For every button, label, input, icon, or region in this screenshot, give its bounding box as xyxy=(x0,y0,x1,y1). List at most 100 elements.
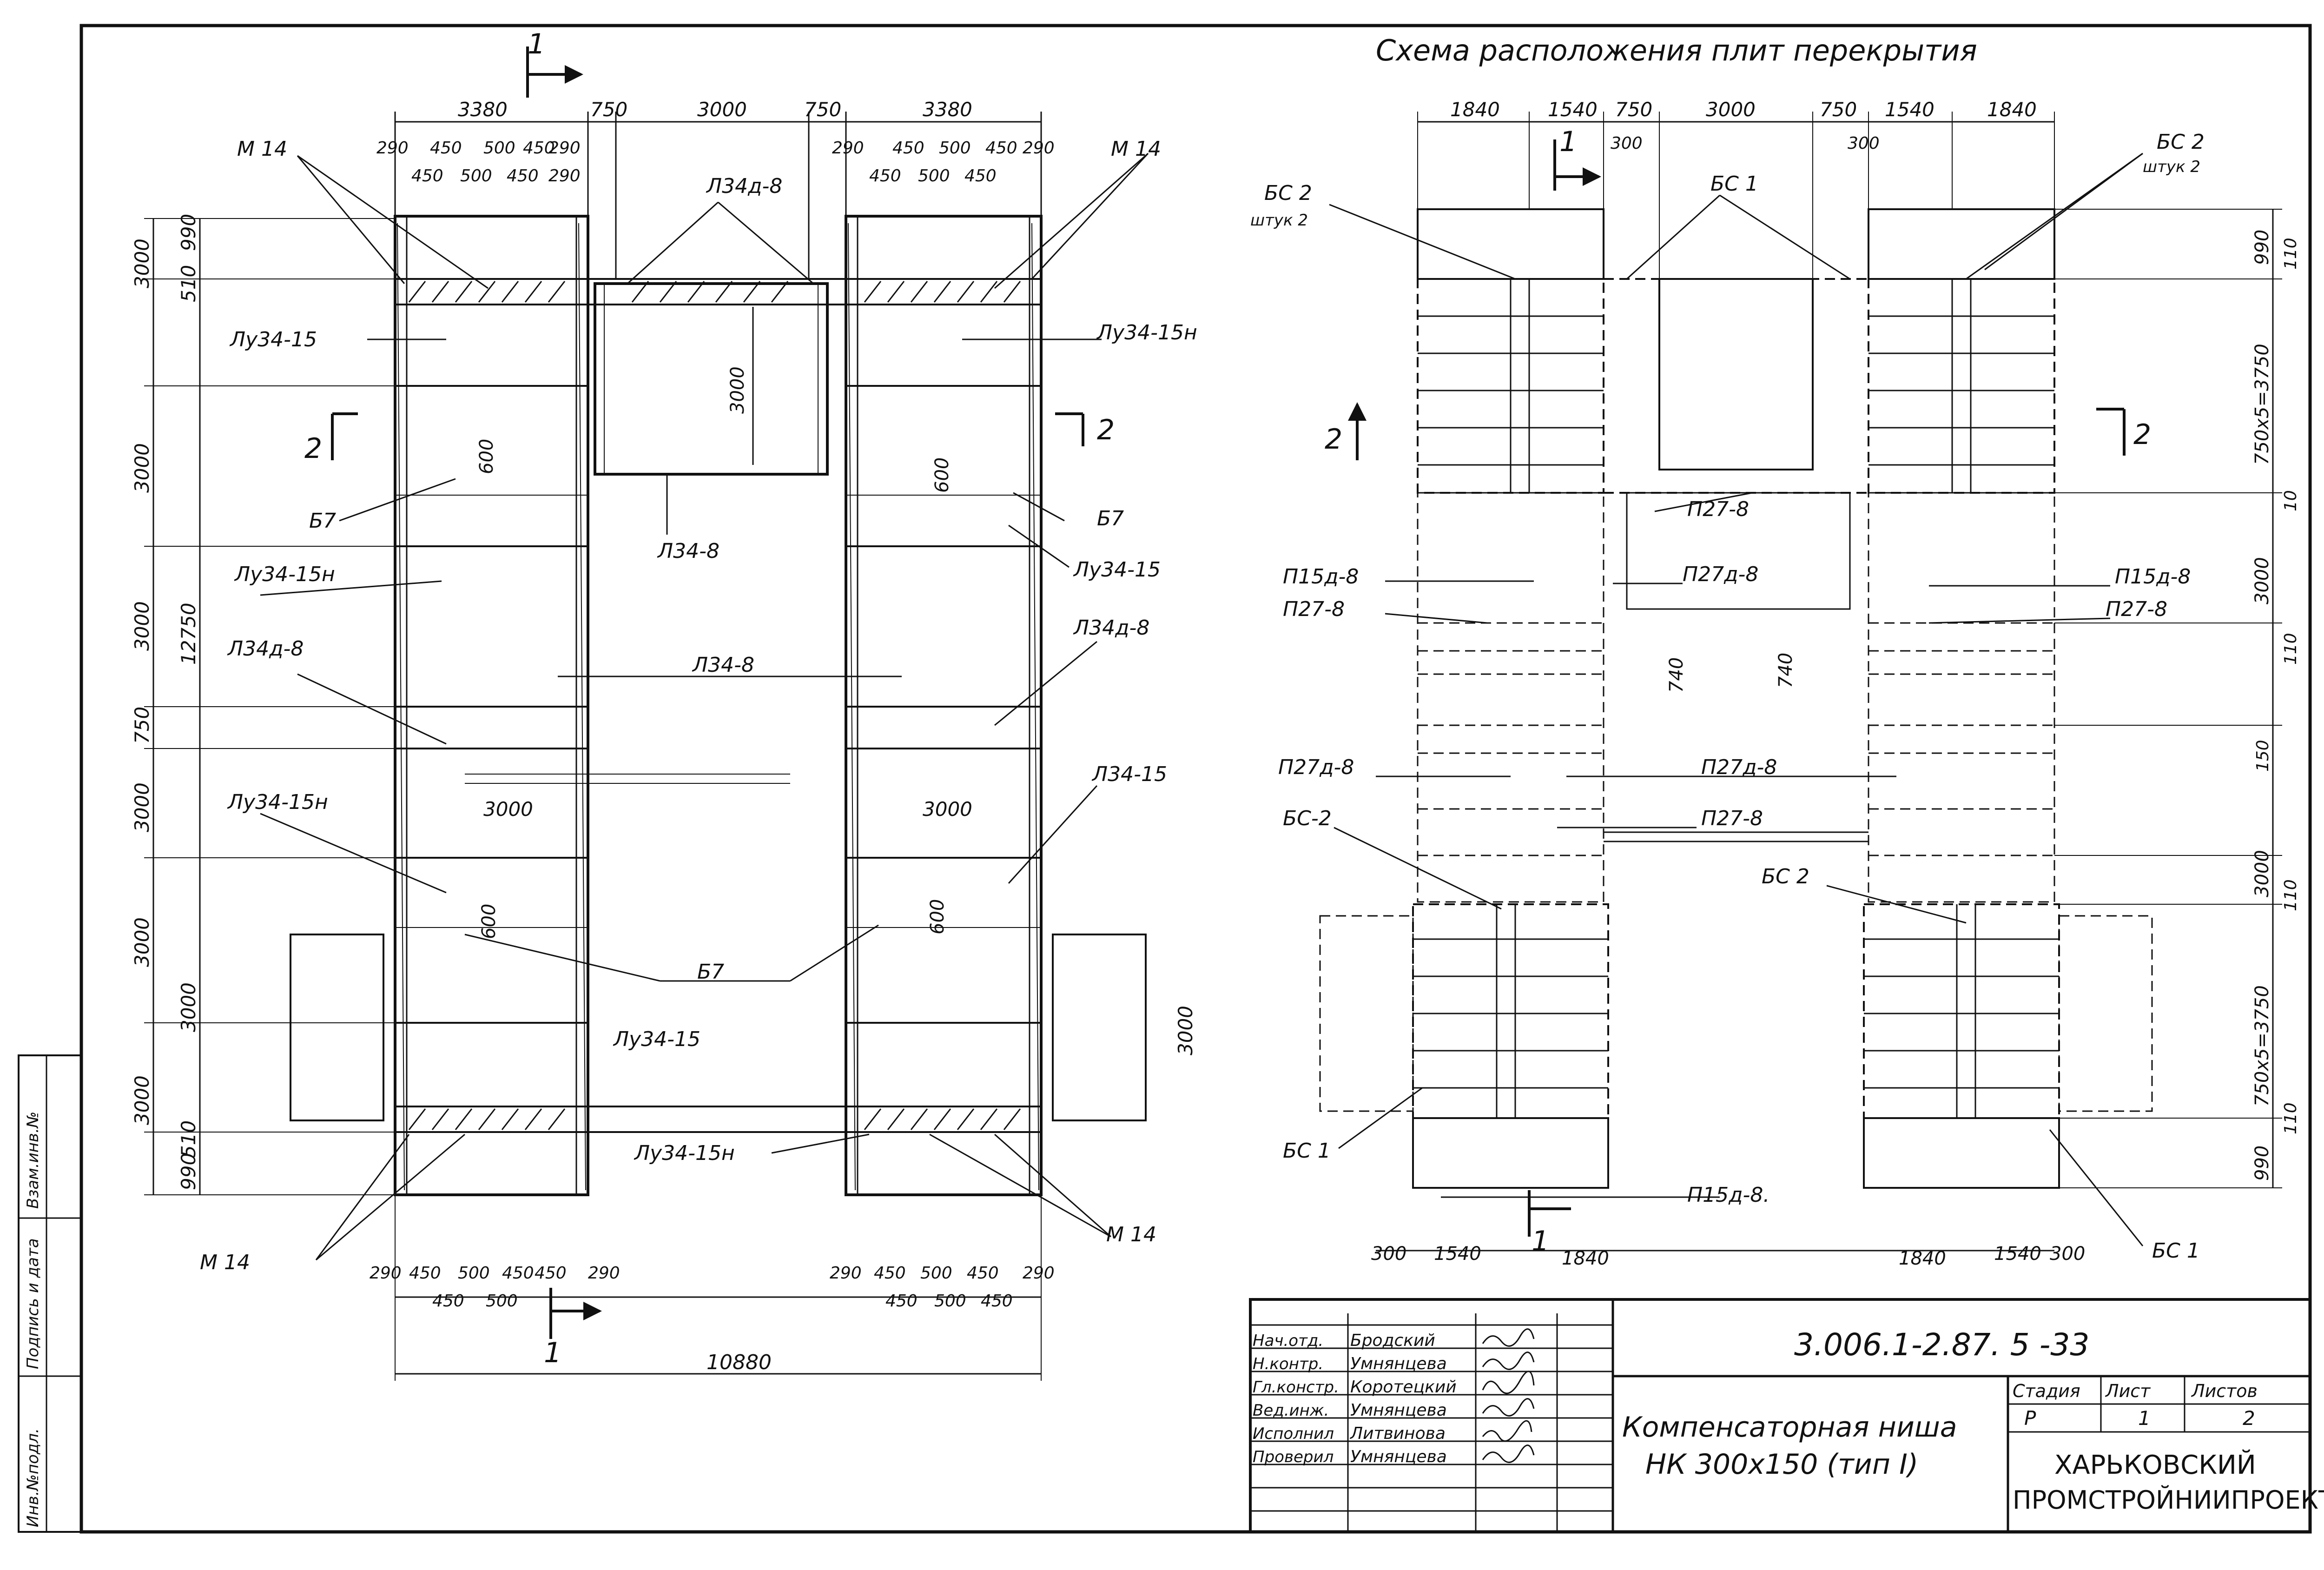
right-plan: 1840 1540 750 3000 750 1540 1840 300 300… xyxy=(1250,98,2300,1269)
lp-top-dim-2: 750 xyxy=(590,98,627,121)
lp-label-l34d8-r: Л34д-8 xyxy=(1073,616,1149,640)
lp-label-lu34-15n-l2: Лу34-15н xyxy=(227,790,328,814)
lp-bot-2: 450 xyxy=(409,1264,441,1283)
rp-top-dim-6: 1540 xyxy=(1885,98,1934,121)
rp-top-dim-4: 3000 xyxy=(1706,98,1756,121)
lp-label-b7-r: Б7 xyxy=(1097,507,1124,530)
lp-sub-l-1: 290 xyxy=(376,139,409,158)
lp-bot-b-1: 450 xyxy=(432,1292,464,1311)
lp-bot-r-1: 290 xyxy=(830,1264,862,1283)
rp-label-p15d8-l: П15д-8 xyxy=(1283,565,1359,589)
rp-label-bs1-br: БС 1 xyxy=(2152,1239,2200,1263)
stamp-role-6: Проверил xyxy=(1253,1448,1334,1466)
stamp-name-2: Умнянцева xyxy=(1350,1354,1447,1373)
rp-right-dim-10: 750x5=3750 xyxy=(2251,985,2273,1106)
rp-top-dim-1: 1840 xyxy=(1450,98,1500,121)
org-line-2: ПРОМСТРОЙНИИПРОЕКТ xyxy=(2013,1485,2324,1515)
lp-section-1-bot: 1 xyxy=(544,1337,561,1369)
stamp-role-5: Исполнил xyxy=(1253,1424,1334,1443)
rp-right-dim-6: 110 xyxy=(2281,633,2300,665)
lp-bot-3: 500 xyxy=(458,1264,490,1283)
rp-label-p27d8-l: П27д-8 xyxy=(1278,755,1354,779)
lp-inner-dim-2: 600 xyxy=(476,439,497,474)
rp-right-dim-4: 10 xyxy=(2281,490,2300,511)
lp-bot-1: 290 xyxy=(370,1264,402,1283)
lp-sub-r-1: 290 xyxy=(832,139,864,158)
rp-top-sub-2: 300 xyxy=(1848,134,1880,153)
lp-bot-r-4: 450 xyxy=(967,1264,999,1283)
lp-left-dim-10: 510 xyxy=(177,1120,200,1158)
rp-inner-dim-2: 740 xyxy=(1775,653,1796,688)
rp-right-dim-11: 110 xyxy=(2281,1102,2300,1134)
lp-left-dim-8: 3000 xyxy=(177,982,200,1032)
right-shaft-outline xyxy=(845,215,1043,1196)
rp-section-1-top: 1 xyxy=(1559,126,1577,158)
rp-bot-dim-1: 300 xyxy=(1371,1243,1406,1265)
rp-label-bs2-r-count: штук 2 xyxy=(2143,158,2200,176)
lp-label-b7-mid: Б7 xyxy=(697,960,724,984)
scheme-title: Схема расположения плит перекрытия xyxy=(1376,33,1977,67)
lp-bot-5: 450 xyxy=(535,1264,567,1283)
rp-label-p27-8-r: П27-8 xyxy=(2106,597,2167,621)
lp-label-l34-8-mid: Л34-8 xyxy=(692,653,754,677)
lp-label-m14-tr: М 14 xyxy=(1111,137,1161,161)
rp-label-bs2-l: БС 2 xyxy=(1264,181,1312,205)
lp-overall-left: 12750 xyxy=(177,603,200,665)
stamp-role-1: Нач.отд. xyxy=(1253,1332,1323,1350)
org-line-1: ХАРЬКОВСКИЙ xyxy=(2054,1450,2256,1480)
rp-section-2-right: 2 xyxy=(2133,418,2151,451)
lp-inner-dim-6: 600 xyxy=(478,904,500,939)
lp-left-dim-11: 990 xyxy=(177,1153,200,1190)
lp-bot-r-3: 500 xyxy=(920,1264,952,1283)
lp-left-dim-5: 750 xyxy=(131,707,153,744)
lp-bot-rb-3: 450 xyxy=(981,1292,1013,1311)
lp-bot-4: 450 xyxy=(502,1264,534,1283)
lp-sub-rb-1: 450 xyxy=(869,166,901,185)
lp-bot-b-2: 500 xyxy=(486,1292,518,1311)
stage-value: Р xyxy=(2024,1407,2036,1430)
sheets-value: 2 xyxy=(2243,1407,2255,1430)
rp-top-sub-1: 300 xyxy=(1611,134,1643,153)
doc-code: 3.006.1-2.87. 5 -33 xyxy=(1794,1327,2089,1363)
lp-top-dim-1: 3380 xyxy=(458,98,508,121)
lp-label-m14-tl: М 14 xyxy=(237,137,287,161)
rp-label-p27-8-mid: П27-8 xyxy=(1701,807,1763,830)
rp-label-p15d8-bot: П15д-8. xyxy=(1687,1183,1769,1207)
lp-bot-rb-1: 450 xyxy=(885,1292,918,1311)
title-block: Нач.отд. Н.контр. Гл.констр. Вед.инж. Ис… xyxy=(1249,1298,2324,1533)
title-line-1: Компенсаторная ниша xyxy=(1622,1411,1957,1444)
lp-left-dim-9: 3000 xyxy=(131,1075,153,1125)
rp-right-dim-9: 110 xyxy=(2281,879,2300,911)
lp-top-dim-3: 3000 xyxy=(697,98,747,121)
rp-label-p15d8-r: П15д-8 xyxy=(2115,565,2191,589)
rp-label-bs2-r2: БС 2 xyxy=(1762,865,1809,888)
lp-bot-rb-2: 500 xyxy=(934,1292,966,1311)
lp-label-lu34-15n-r: Лу34-15н xyxy=(1096,321,1197,344)
side-stamp-field-3: Инв.№подл. xyxy=(24,1428,42,1527)
lp-left-dim-6: 3000 xyxy=(131,782,153,832)
lp-inner-dim-3: 600 xyxy=(931,457,953,493)
rp-right-dim-1: 990 xyxy=(2251,230,2273,265)
lp-sub-rb-3: 450 xyxy=(964,166,997,185)
lp-sub-l-5: 290 xyxy=(548,139,581,158)
lp-left-dim-7: 3000 xyxy=(131,917,153,967)
lp-label-l34-15-r2: Л34-15 xyxy=(1091,762,1167,786)
title-line-2: НК 300х150 (тип I) xyxy=(1645,1448,1918,1481)
stamp-name-6: Умнянцева xyxy=(1350,1447,1447,1466)
lp-side-box-dim: 3000 xyxy=(1174,1006,1197,1055)
lp-sub-lb-3: 450 xyxy=(507,166,539,185)
lp-left-dim-4: 3000 xyxy=(131,601,153,651)
lp-inner-dim-4: 3000 xyxy=(483,798,533,821)
rp-bot-dim-4: 1840 xyxy=(1899,1248,1946,1269)
lp-sub-l-2: 450 xyxy=(430,139,462,158)
lp-left-dim-1: 990 xyxy=(177,214,200,251)
rp-label-bs2-r: БС 2 xyxy=(2157,130,2205,154)
rp-top-dim-7: 1840 xyxy=(1987,98,2037,121)
lp-inner-dim-5: 3000 xyxy=(923,798,972,821)
rp-label-p27d8-mid2: П27д-8 xyxy=(1701,755,1777,779)
rp-right-dim-8: 3000 xyxy=(2251,850,2273,897)
lp-bot-r-5: 290 xyxy=(1023,1264,1055,1283)
rp-bot-dim-6: 300 xyxy=(2050,1243,2085,1265)
lp-top-dim-5: 3380 xyxy=(923,98,972,121)
rp-bot-dim-5: 1540 xyxy=(1994,1243,2041,1265)
